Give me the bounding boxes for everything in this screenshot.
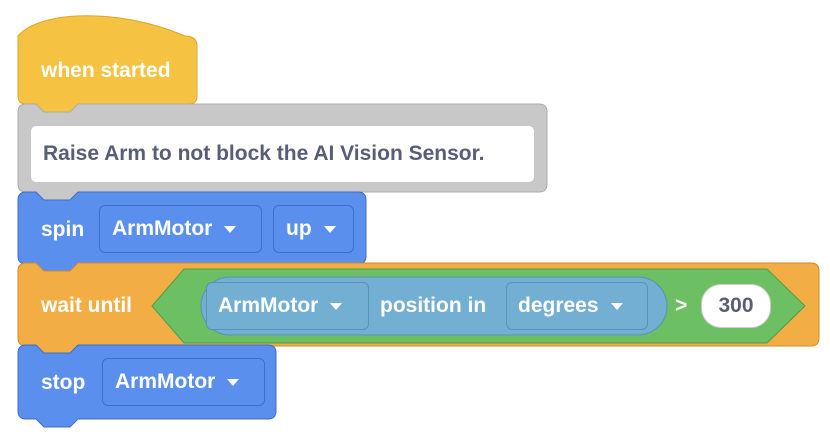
spin-direction-dropdown[interactable]: up xyxy=(273,205,354,253)
comparison-value-input[interactable]: 300 xyxy=(701,284,771,328)
stop-motor-value: ArmMotor xyxy=(115,370,216,393)
spin-direction-value: up xyxy=(286,217,312,240)
chevron-down-icon xyxy=(610,302,623,310)
spin-motor-dropdown[interactable]: ArmMotor xyxy=(99,205,262,253)
chevron-down-icon xyxy=(227,378,240,386)
stop-motor-dropdown[interactable]: ArmMotor xyxy=(102,358,265,406)
reporter-unit-dropdown[interactable]: degrees xyxy=(506,282,648,330)
spin-label: spin xyxy=(41,218,85,241)
reporter-motor-value: ArmMotor xyxy=(218,294,319,317)
chevron-down-icon xyxy=(330,302,343,310)
comment-text[interactable]: Raise Arm to not block the AI Vision Sen… xyxy=(30,125,535,183)
operator-symbol: > xyxy=(675,294,688,317)
spin-motor-value: ArmMotor xyxy=(112,217,213,240)
stop-label: stop xyxy=(41,371,86,394)
when-started-label: when started xyxy=(41,59,171,82)
chevron-down-icon xyxy=(323,225,336,233)
chevron-down-icon xyxy=(224,225,237,233)
wait-until-label: wait until xyxy=(41,294,132,317)
reporter-motor-dropdown[interactable]: ArmMotor xyxy=(206,282,369,330)
position-in-label: position in xyxy=(380,294,487,317)
reporter-unit-value: degrees xyxy=(518,294,599,317)
